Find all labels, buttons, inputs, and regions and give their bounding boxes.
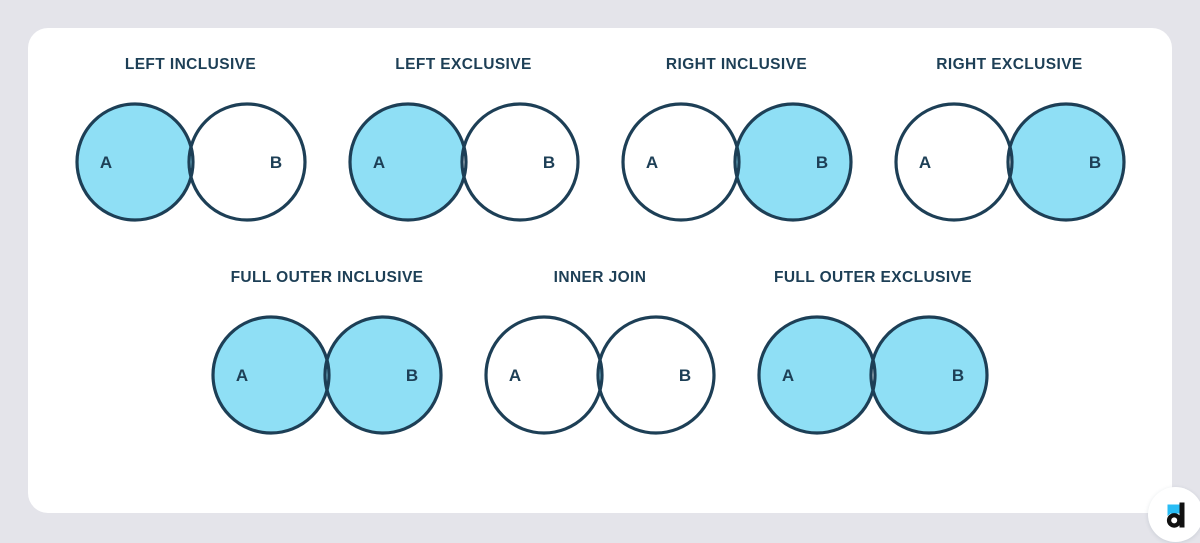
d-logo-icon xyxy=(1166,502,1184,528)
venn-label-left: A xyxy=(645,153,657,172)
venn-label-left: A xyxy=(236,366,248,385)
venn-title-left-exclusive: LEFT EXCLUSIVE xyxy=(395,56,532,73)
venn-label-right: B xyxy=(815,153,827,172)
region-left-only xyxy=(349,104,466,220)
venn-title-inner-join: INNER JOIN xyxy=(553,269,647,286)
venn-label-left: A xyxy=(99,153,111,172)
venn-title-right-exclusive: RIGHT EXCLUSIVE xyxy=(936,56,1083,73)
region-left-only xyxy=(213,317,329,433)
venn-label-right: B xyxy=(1088,153,1100,172)
region-left-only xyxy=(759,317,875,433)
region-right-only xyxy=(325,317,441,433)
venn-title-full-outer-exclusive: FULL OUTER EXCLUSIVE xyxy=(773,269,973,286)
region-left-only xyxy=(76,104,193,220)
brand-logo-badge xyxy=(1148,487,1200,542)
venn-title-left-inclusive: LEFT INCLUSIVE xyxy=(124,56,257,73)
venn-label-right: B xyxy=(406,366,418,385)
venn-label-left: A xyxy=(782,366,794,385)
region-right-only xyxy=(1007,104,1124,220)
venn-label-left: A xyxy=(372,153,384,172)
venn-label-right: B xyxy=(679,366,691,385)
venn-label-right: B xyxy=(542,153,554,172)
venn-label-right: B xyxy=(269,153,281,172)
region-right-only xyxy=(734,104,851,220)
venn-title-right-inclusive: RIGHT INCLUSIVE xyxy=(665,56,808,73)
region-right-only xyxy=(871,317,987,433)
venn-label-right: B xyxy=(952,366,964,385)
venn-label-left: A xyxy=(918,153,930,172)
venn-title-full-outer-inclusive: FULL OUTER INCLUSIVE xyxy=(230,269,424,286)
venn-label-left: A xyxy=(509,366,521,385)
